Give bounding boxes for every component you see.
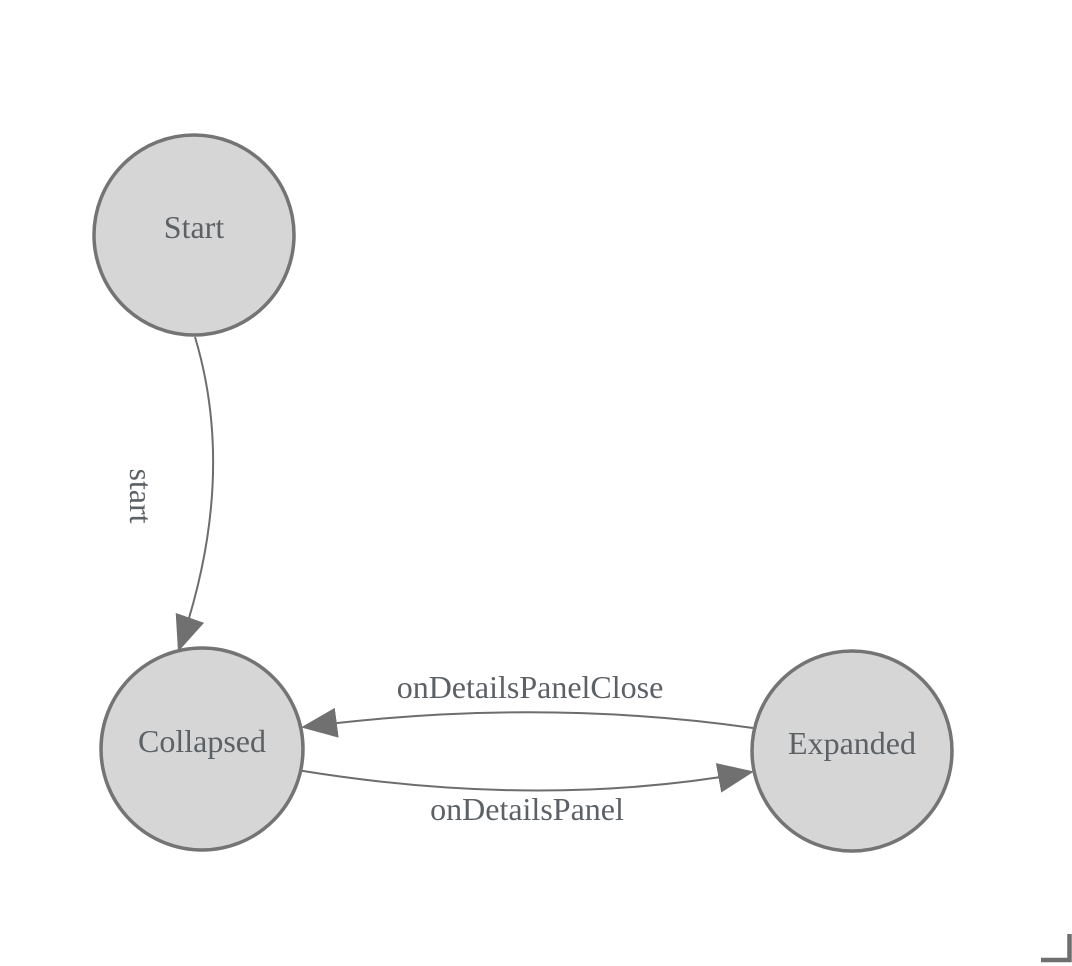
- transition-start: start: [123, 336, 215, 652]
- state-node-start[interactable]: Start: [92, 133, 296, 337]
- transition-ondetailspanel-label[interactable]: onDetailsPanel: [430, 791, 624, 827]
- state-node-collapsed[interactable]: Collapsed: [99, 646, 305, 852]
- transition-ondetailspanelclose-path: [301, 707, 754, 738]
- transition-ondetailspanel-path: [296, 763, 754, 793]
- state-node-expanded-circle[interactable]: [750, 649, 954, 853]
- transition-start-label[interactable]: start: [123, 468, 159, 523]
- transition-ondetailspanelclose-label[interactable]: onDetailsPanelClose: [397, 669, 664, 705]
- state-node-expanded-label: Expanded: [788, 725, 916, 761]
- transition-ondetailspanel: onDetailsPanel: [296, 763, 754, 827]
- state-node-collapsed-label: Collapsed: [138, 723, 266, 759]
- canvas-corner-mark: [1041, 934, 1072, 963]
- state-node-start-label: Start: [164, 209, 225, 245]
- state-node-expanded[interactable]: Expanded: [750, 649, 954, 853]
- transition-start-path: [175, 336, 215, 652]
- state-node-start-circle[interactable]: [92, 133, 296, 337]
- state-node-collapsed-circle[interactable]: [99, 646, 305, 852]
- transition-ondetailspanelclose: onDetailsPanelClose: [301, 669, 754, 738]
